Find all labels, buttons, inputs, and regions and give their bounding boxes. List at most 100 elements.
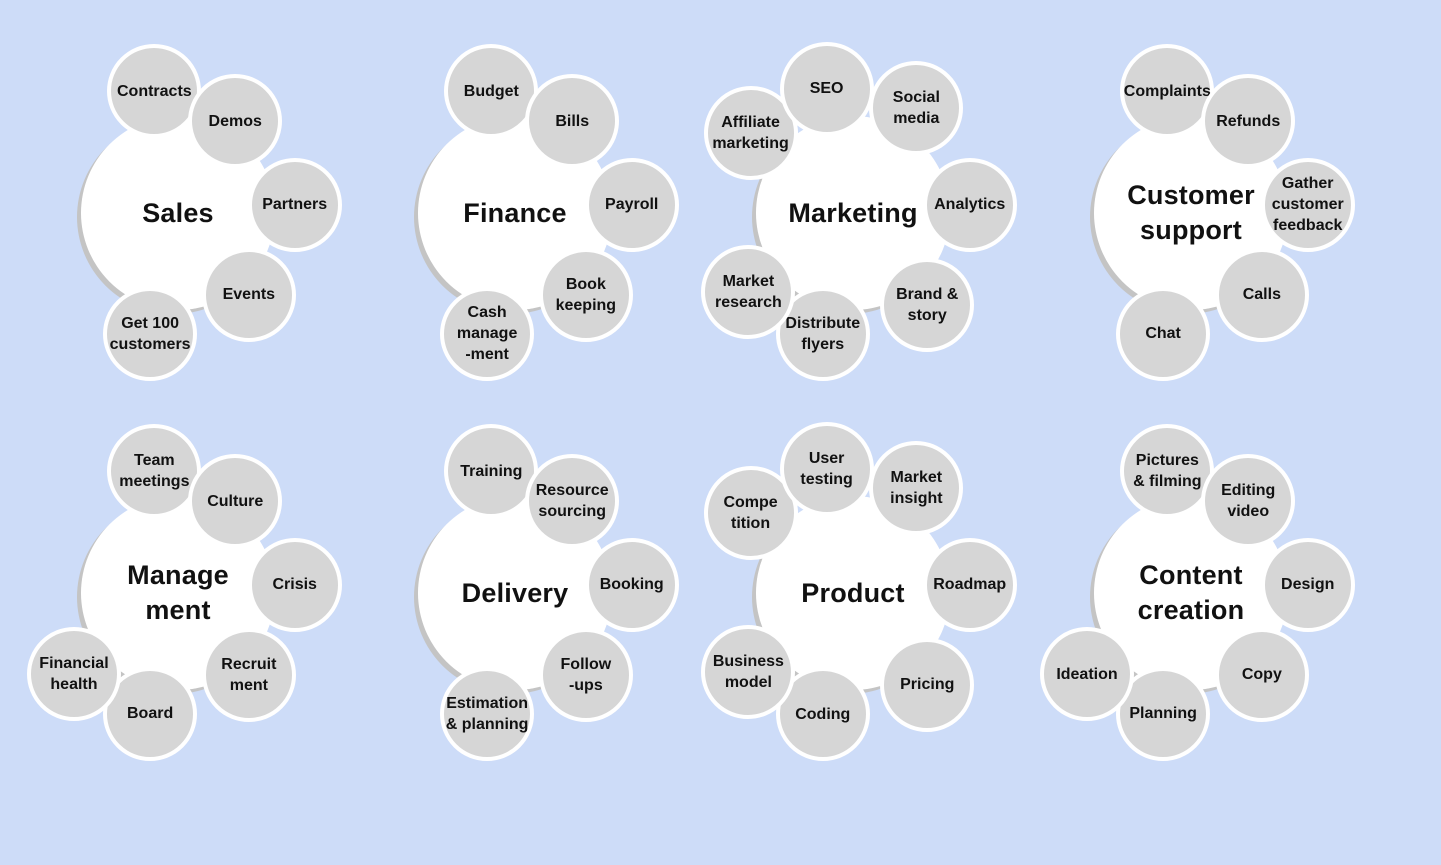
topic-label: Chat (1145, 325, 1181, 343)
topic-node[interactable]: User testing (779, 421, 874, 516)
topic-label: Financial health (39, 655, 109, 694)
hub-title: Content creation (1137, 560, 1245, 625)
topic-label: Follow -ups (560, 655, 612, 694)
topic-label: Book keeping (555, 275, 617, 314)
topic-label: Pictures & filming (1133, 452, 1202, 491)
topic-label: Payroll (605, 196, 659, 214)
topic-label: Market research (715, 272, 782, 311)
topic-node[interactable]: Crisis (247, 537, 342, 632)
topic-label: Gather customer feedback (1271, 175, 1344, 235)
topic-node[interactable]: Copy (1214, 627, 1309, 722)
topic-label: Training (460, 462, 523, 480)
topic-label: Contracts (117, 82, 192, 100)
topic-node[interactable]: Team meetings (107, 424, 202, 519)
topic-node[interactable]: Editing video (1201, 454, 1296, 549)
topic-label: Calls (1242, 286, 1281, 303)
topic-label: Get 100 customers (109, 314, 191, 353)
topic-node[interactable]: Business model (701, 624, 796, 719)
topic-label: Business model (712, 652, 784, 691)
topic-label: SEO (809, 80, 844, 98)
topic-node[interactable]: Payroll (584, 157, 679, 252)
topic-label: Market insight (890, 468, 943, 507)
topic-node[interactable]: Demos (188, 74, 283, 169)
topic-node[interactable]: Gather customer feedback (1260, 157, 1355, 252)
topic-label: Culture (207, 492, 264, 510)
topic-label: Events (222, 286, 276, 303)
topic-node[interactable]: SEO (779, 41, 874, 136)
topic-label: Planning (1129, 705, 1197, 723)
topic-label: Pricing (900, 676, 955, 694)
hub-title: Product (801, 577, 905, 608)
hub-title: Customer support (1127, 180, 1255, 245)
topic-label: Copy (1241, 666, 1282, 683)
topic-label: Estimation & planning (445, 694, 529, 733)
topic-label: Demos (208, 112, 262, 130)
topic-label: Board (126, 705, 174, 723)
topic-node[interactable]: Book keeping (538, 247, 633, 342)
hub-title: Marketing (788, 197, 918, 228)
topic-node[interactable]: Social media (869, 60, 964, 155)
hub-title: Manage ment (127, 560, 229, 625)
topic-label: Design (1281, 576, 1335, 594)
topic-label: Social media (892, 88, 940, 127)
topic-label: Cash manage -ment (456, 304, 518, 364)
topic-node[interactable]: Chat (1116, 286, 1211, 381)
hub-title: Finance (463, 197, 567, 228)
topic-node[interactable]: Partners (247, 157, 342, 252)
topic-label: Editing video (1221, 482, 1276, 521)
topic-label: Ideation (1056, 665, 1118, 683)
cluster-product: Product Compe tition User testing Market in… (701, 421, 1017, 762)
topic-node[interactable]: Bills (525, 74, 620, 169)
topic-label: Affiliate marketing (712, 113, 789, 152)
topic-node[interactable]: Recruit ment (201, 627, 296, 722)
topic-node[interactable]: Calls (1214, 247, 1309, 342)
topic-node[interactable]: Roadmap (922, 537, 1017, 632)
hub-title: Sales (142, 197, 214, 228)
topic-node[interactable]: Market insight (869, 440, 964, 535)
topic-label: Team meetings (119, 452, 190, 491)
topic-label: Compe tition (723, 493, 778, 532)
topic-node[interactable]: Refunds (1201, 74, 1296, 169)
topic-label: Budget (463, 82, 519, 100)
cluster-marketing: Marketing Affiliate marketing SEO Social me… (701, 41, 1017, 382)
topic-node[interactable]: Brand & story (880, 257, 975, 352)
topic-label: Coding (795, 705, 851, 723)
topic-label: Resource sourcing (535, 482, 609, 521)
topic-node[interactable]: Booking (584, 537, 679, 632)
topic-node[interactable]: Market research (701, 244, 796, 339)
topic-label: Partners (262, 196, 328, 214)
topic-node[interactable]: Contracts (107, 44, 202, 139)
topic-label: Brand & story (896, 285, 959, 324)
topic-label: Complaints (1123, 82, 1211, 100)
topic-node[interactable]: Get 100 customers (103, 286, 198, 381)
topic-node[interactable]: Ideation (1039, 627, 1134, 722)
topic-node[interactable]: Resource sourcing (525, 454, 620, 549)
topic-node[interactable]: Training (444, 424, 539, 519)
topic-label: Roadmap (933, 576, 1007, 594)
topic-node[interactable]: Cash manage -ment (440, 286, 535, 381)
topic-node[interactable]: Culture (188, 454, 283, 549)
topic-label: Bills (555, 112, 590, 130)
topic-node[interactable]: Follow -ups (538, 627, 633, 722)
topic-label: Refunds (1216, 112, 1281, 130)
topic-node[interactable]: Pictures & filming (1120, 424, 1215, 519)
topic-label: Distribute flyers (785, 315, 861, 354)
topic-label: Analytics (934, 196, 1006, 214)
topic-node[interactable]: Analytics (922, 157, 1017, 252)
topic-node[interactable]: Estimation & planning (440, 666, 535, 761)
topic-node[interactable]: Design (1260, 537, 1355, 632)
topic-label: User testing (800, 449, 853, 488)
topic-node[interactable]: Complaints (1120, 44, 1215, 139)
topic-label: Crisis (272, 576, 317, 594)
topic-node[interactable]: Events (201, 247, 296, 342)
topic-label: Booking (599, 576, 664, 594)
topic-node[interactable]: Financial health (26, 627, 121, 722)
topic-node[interactable]: Pricing (880, 637, 975, 732)
